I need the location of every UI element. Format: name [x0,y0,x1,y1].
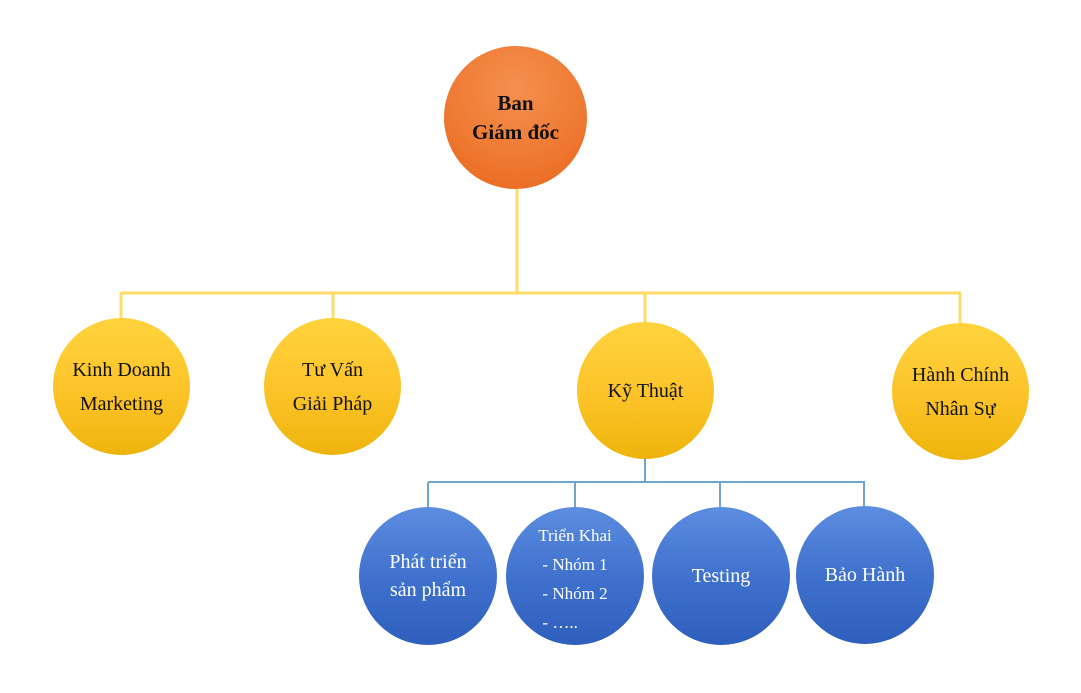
root-label-line2: Giám đốc [472,119,559,144]
team-node-testing: Testing [652,507,790,645]
department-node-tu-van: Tư Vấn Giải Pháp [264,318,401,455]
root-node-ban-giam-doc: Ban Giám đốc [444,46,587,189]
team-label-line1: Testing [691,565,751,587]
root-label-line1: Ban [497,90,534,115]
department-label-line1: Tư Vấn [301,358,363,381]
team-subitem: - Nhóm 2 [542,584,608,603]
department-node-kinh-doanh: Kinh Doanh Marketing [53,318,190,455]
team-node-trien-khai: Triển Khai - Nhóm 1 - Nhóm 2 - ….. [506,507,644,645]
team-subitem: - Nhóm 1 [542,555,608,574]
team-label-line1: Triển Khai [538,526,612,545]
team-label-line1: Phát triển [389,551,467,573]
department-label-line1: Hành Chính [911,363,1010,386]
department-node-ky-thuat: Kỹ Thuật [577,322,714,459]
ky-thuat-connectors [427,458,865,507]
department-label-line2: Nhân Sự [925,397,996,420]
team-label-line1: Bảo Hành [824,564,906,586]
root-connectors [119,188,962,324]
department-node-hanh-chinh: Hành Chính Nhân Sự [892,323,1029,460]
team-node-bao-hanh: Bảo Hành [796,506,934,644]
department-label-line1: Kinh Doanh [72,358,171,381]
department-label-line2: Marketing [79,392,164,415]
department-label-line2: Giải Pháp [292,392,373,415]
team-node-phat-trien-san-pham: Phát triển sản phẩm [359,507,497,645]
team-label-line2: sản phẩm [389,579,467,601]
department-label-line1: Kỹ Thuật [607,379,684,402]
team-sublist: - Nhóm 1 - Nhóm 2 - ….. [542,550,607,637]
team-subitem: - ….. [542,613,578,632]
